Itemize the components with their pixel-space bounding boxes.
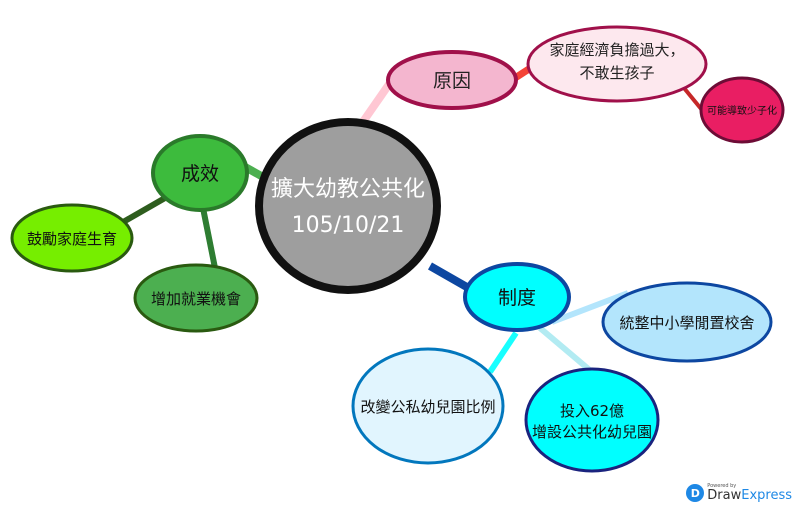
svg-text:投入62億: 投入62億 [560,402,624,420]
central-node[interactable]: 擴大幼教公共化 105/10/21 [255,118,441,294]
node-system[interactable]: 制度 [463,262,571,332]
logo-powered-by: Powered by [707,483,737,489]
node-system-a[interactable]: 統整中小學閒置校舍 [601,281,773,363]
node-result-b[interactable]: 增加就業機會 [133,263,259,333]
connector-result-b [200,207,218,269]
svg-text:可能導致少子化: 可能導致少子化 [707,104,777,117]
svg-text:鼓勵家庭生育: 鼓勵家庭生育 [27,230,117,248]
svg-text:家庭經濟負擔過大，: 家庭經濟負擔過大， [549,41,684,59]
connector-system-c [538,325,594,375]
svg-text:原因: 原因 [433,70,471,92]
svg-text:增加就業機會: 增加就業機會 [151,290,241,308]
logo-draw: Draw [707,488,742,503]
node-reason[interactable]: 原因 [386,50,518,110]
logo-express: Express [741,488,792,503]
svg-text:改變公私幼兒園比例: 改變公私幼兒園比例 [360,398,495,416]
drawexpress-logo: D Powered by DrawExpress [686,484,792,502]
node-system-b[interactable]: 改變公私幼兒園比例 [351,347,505,465]
connector-result-a [116,195,167,228]
drawexpress-logo-icon: D [686,484,705,502]
node-system-c[interactable]: 投入62億 增設公共化幼兒園 [524,367,660,473]
connector-central-reason [356,77,396,129]
node-result-a[interactable]: 鼓勵家庭生育 [10,203,134,273]
svg-text:不敢生孩子: 不敢生孩子 [579,64,654,82]
central-date: 105/10/21 [292,213,405,238]
node-reason-effect[interactable]: 可能導致少子化 [699,76,785,144]
svg-text:制度: 制度 [498,287,536,309]
connector-central-system [428,262,474,294]
central-title: 擴大幼教公共化 [271,177,425,202]
node-result[interactable]: 成效 [151,134,249,212]
svg-text:成效: 成效 [181,163,219,185]
svg-text:增設公共化幼兒園: 增設公共化幼兒園 [532,423,652,441]
connector-system-a [550,290,630,325]
connector-system-b [487,331,519,374]
connector-detail-effect [682,86,704,112]
node-reason-detail[interactable]: 家庭經濟負擔過大， 不敢生孩子 [526,25,708,103]
svg-text:統整中小學閒置校舍: 統整中小學閒置校舍 [619,314,754,332]
